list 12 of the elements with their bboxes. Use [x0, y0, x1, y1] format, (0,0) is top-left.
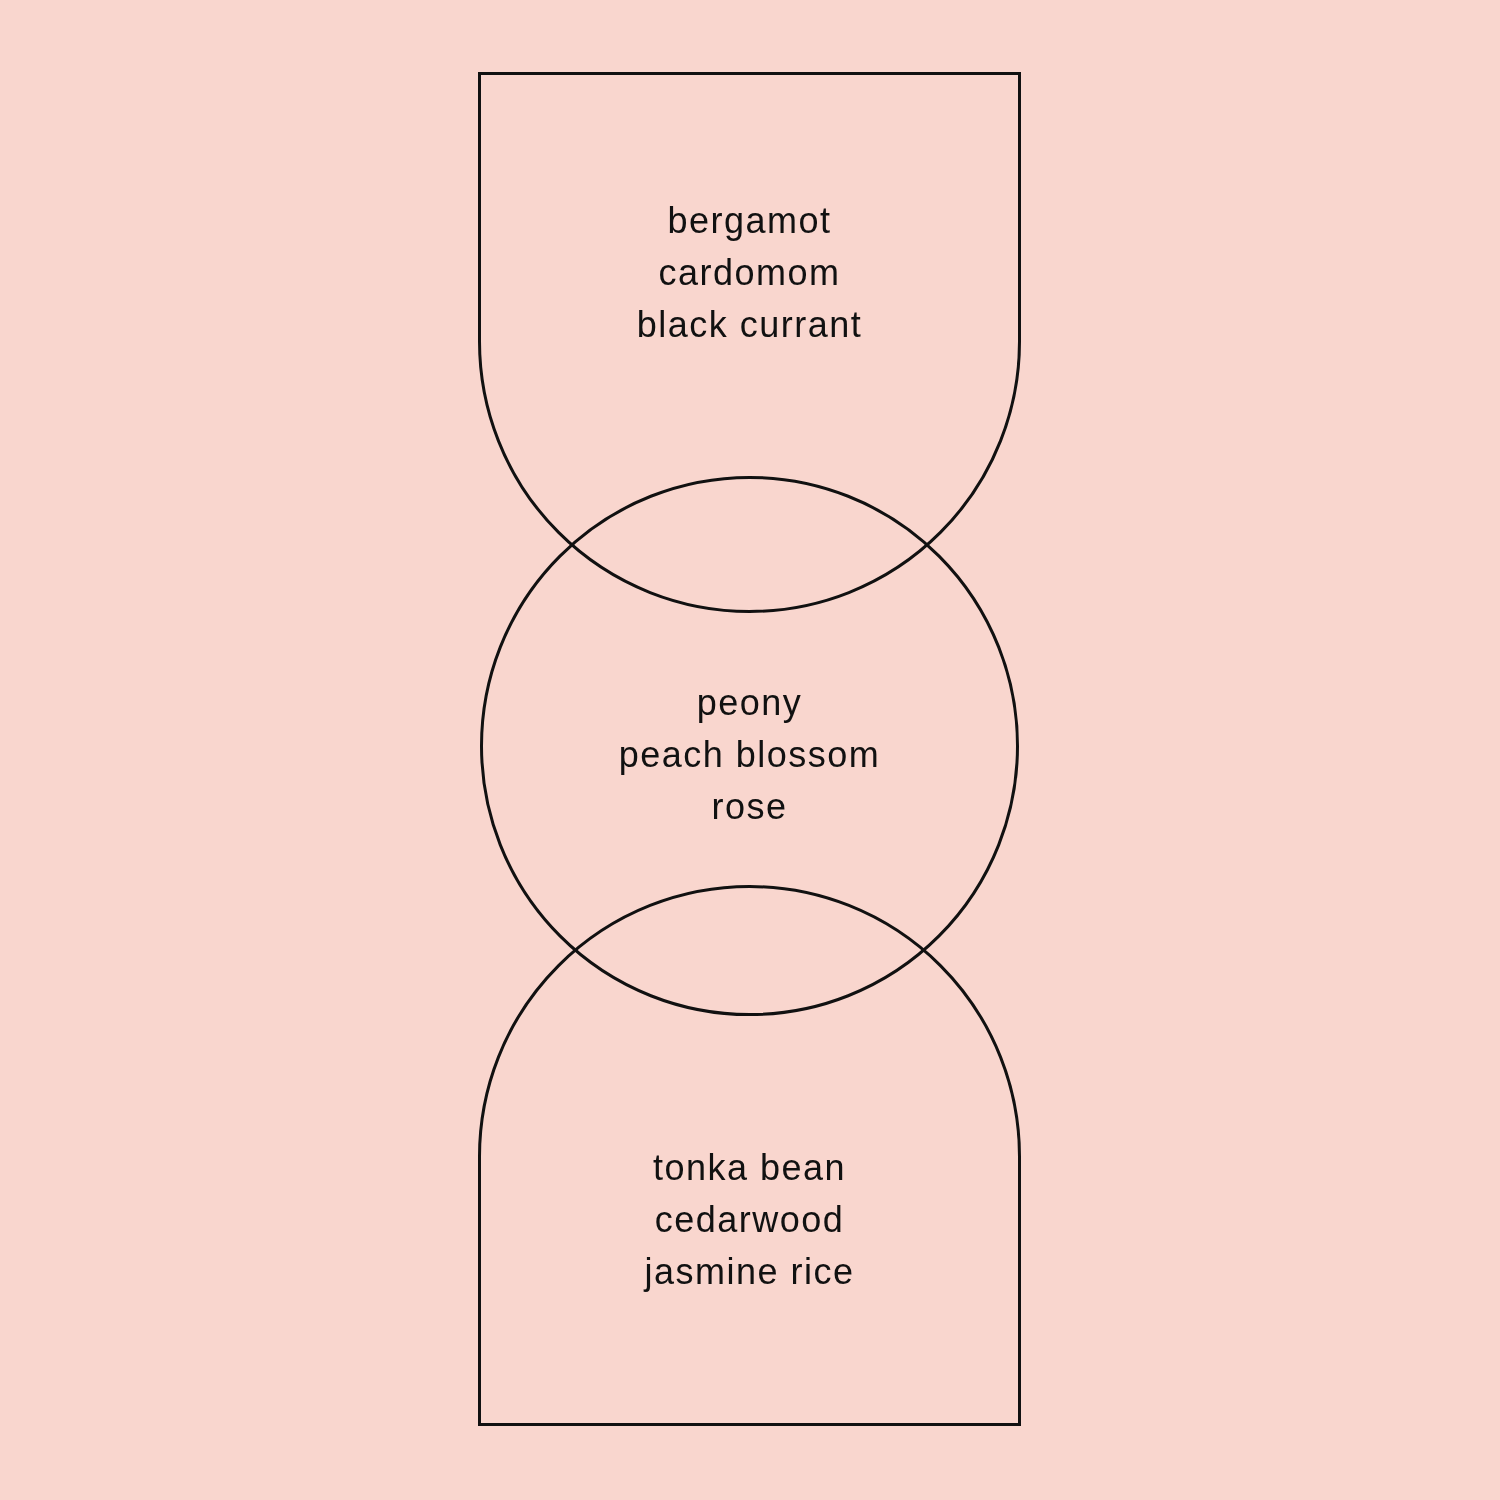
ingredient-text: peony	[696, 681, 803, 725]
ingredient-text: black currant	[636, 303, 863, 347]
arch-frame	[478, 885, 1021, 1426]
ingredient-text: tonka bean	[652, 1146, 847, 1190]
ingredient-text: jasmine rice	[644, 1250, 855, 1294]
ingredient-text: rose	[711, 785, 788, 829]
u-shaped-frame	[478, 72, 1021, 613]
ingredient-text: peach blossom	[618, 733, 881, 777]
ingredient-text: cardomom	[658, 251, 841, 295]
ingredient-text: bergamot	[667, 199, 832, 243]
circle-outline	[480, 476, 1019, 1016]
ingredient-text: cedarwood	[654, 1198, 845, 1242]
